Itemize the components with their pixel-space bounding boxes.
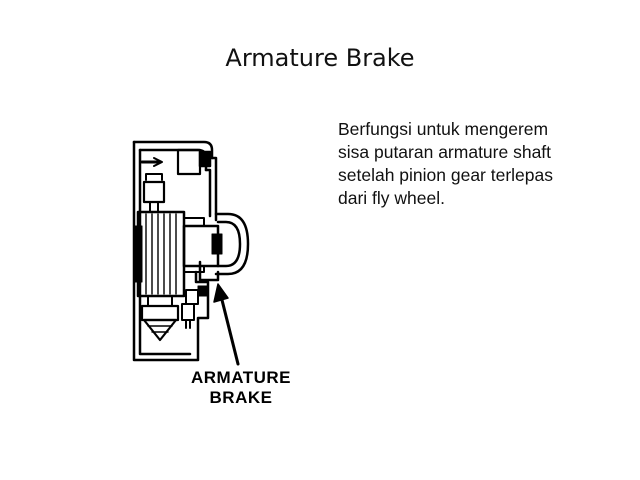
description-line-1: Berfungsi untuk mengerem <box>338 119 549 139</box>
armature-brake-label: ARMATURE BRAKE <box>180 368 302 408</box>
armature-core <box>133 210 186 298</box>
armature-shaft <box>182 212 250 276</box>
description-line-4: dari fly wheel. <box>338 188 445 208</box>
slide-title: Armature Brake <box>225 44 415 72</box>
description-line-2: sisa putaran armature shaft <box>338 142 552 162</box>
commutator-tip <box>140 295 180 342</box>
callout-line-2: BRAKE <box>209 388 273 407</box>
motor-housing <box>132 140 218 362</box>
lower-bushing <box>181 303 195 329</box>
callout-arrow <box>213 283 240 366</box>
callout-line-1: ARMATURE <box>190 368 291 387</box>
description-line-3: setelah pinion gear terlepas <box>338 165 554 185</box>
description-text: Berfungsi untuk mengerem sisa putaran ar… <box>338 118 608 210</box>
brush-holder <box>142 173 166 213</box>
